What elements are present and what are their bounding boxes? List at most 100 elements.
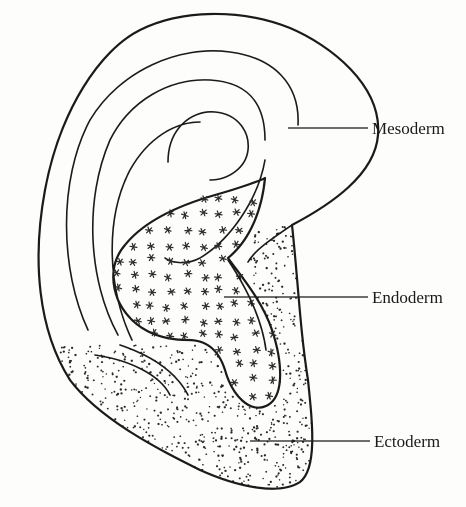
- ectoderm-label: Ectoderm: [374, 432, 440, 451]
- ectoderm-dot: [155, 400, 157, 402]
- ectoderm-dot: [211, 432, 213, 434]
- ectoderm-dot: [253, 430, 255, 432]
- ectoderm-dot: [213, 451, 215, 453]
- ectoderm-dot: [298, 361, 300, 363]
- ectoderm-dot: [264, 258, 266, 260]
- ectoderm-dot: [188, 421, 190, 423]
- endoderm-star: [231, 300, 238, 307]
- ectoderm-dot: [232, 396, 234, 398]
- endoderm-star: [146, 227, 153, 234]
- ectoderm-dot: [60, 351, 62, 353]
- ectoderm-dot: [298, 402, 300, 404]
- ectoderm-dot: [291, 250, 293, 252]
- ectoderm-dot: [273, 315, 275, 317]
- ectoderm-dot: [219, 475, 221, 477]
- ectoderm-dot: [211, 384, 212, 385]
- ectoderm-dot: [199, 361, 201, 363]
- ectoderm-dot: [210, 361, 212, 363]
- ectoderm-dot: [143, 429, 144, 430]
- ectoderm-dot: [280, 343, 282, 345]
- ectoderm-dot: [93, 379, 95, 381]
- ectoderm-dot: [89, 346, 91, 348]
- ectoderm-dot: [289, 372, 291, 374]
- ectoderm-dot: [220, 438, 222, 440]
- ectoderm-dot: [297, 370, 299, 372]
- ectoderm-dot: [104, 388, 105, 389]
- ectoderm-dot: [221, 427, 223, 429]
- ectoderm-dot: [172, 417, 174, 419]
- ectoderm-dot: [293, 319, 295, 321]
- ectoderm-dot: [289, 313, 291, 315]
- ectoderm-dot: [296, 391, 298, 393]
- ectoderm-dot: [303, 384, 305, 386]
- ectoderm-dot: [296, 454, 298, 456]
- ectoderm-dot: [120, 383, 122, 385]
- ectoderm-dot: [116, 376, 118, 378]
- ectoderm-dot: [274, 436, 276, 438]
- ectoderm-dot: [224, 470, 226, 472]
- ectoderm-dot: [74, 354, 76, 356]
- ectoderm-dot: [285, 235, 287, 237]
- ectoderm-dot: [111, 392, 113, 394]
- ectoderm-dot: [203, 436, 204, 437]
- ectoderm-dot: [266, 431, 268, 433]
- ectoderm-dot: [102, 376, 103, 377]
- endoderm-star: [231, 334, 238, 341]
- ectoderm-dot: [308, 428, 309, 429]
- ectoderm-dot: [277, 308, 279, 310]
- ectoderm-dot: [196, 386, 198, 388]
- ectoderm-dot: [302, 469, 304, 471]
- ectoderm-dot: [125, 389, 127, 391]
- ectoderm-dot: [297, 431, 299, 433]
- ectoderm-dot: [270, 313, 272, 315]
- ectoderm-dot: [204, 396, 205, 397]
- ectoderm-dot: [282, 446, 284, 448]
- endoderm-star: [215, 318, 222, 324]
- ectoderm-dot: [139, 426, 141, 428]
- ectoderm-dot: [171, 443, 173, 445]
- ectoderm-dot: [256, 425, 258, 427]
- ectoderm-dot: [255, 261, 257, 263]
- ectoderm-dot: [188, 454, 190, 456]
- ectoderm-dot: [297, 388, 298, 389]
- ectoderm-dot: [85, 367, 87, 369]
- ectoderm-dot: [221, 454, 223, 456]
- ectoderm-dot: [203, 440, 205, 442]
- ectoderm-dot: [120, 407, 122, 409]
- ectoderm-dot: [192, 358, 194, 360]
- endoderm-star: [199, 260, 206, 266]
- endoderm-star: [215, 331, 222, 338]
- ectoderm-dot: [113, 391, 115, 393]
- ectoderm-dot: [68, 374, 69, 375]
- ectoderm-dot: [187, 383, 189, 385]
- ectoderm-dot: [236, 439, 238, 441]
- ectoderm-dot: [126, 409, 127, 410]
- ectoderm-dot: [286, 449, 288, 451]
- ectoderm-dot: [122, 353, 124, 355]
- ectoderm-dot: [198, 439, 200, 441]
- ectoderm-dot: [282, 226, 284, 228]
- ectoderm-dot: [243, 447, 245, 449]
- ectoderm-dot: [164, 382, 166, 384]
- ectoderm-dot: [224, 406, 226, 408]
- ectoderm-dot: [185, 451, 187, 453]
- ectoderm-dot: [135, 371, 137, 373]
- ectoderm-dot: [255, 273, 256, 274]
- ectoderm-dot: [287, 365, 289, 367]
- ectoderm-dot: [283, 326, 285, 328]
- ectoderm-dot: [185, 376, 187, 378]
- ectoderm-dot: [102, 402, 104, 404]
- ectoderm-dot: [268, 282, 270, 284]
- ectoderm-dot: [270, 427, 272, 429]
- ectoderm-dot: [282, 240, 284, 242]
- ectoderm-dot: [164, 394, 166, 396]
- endoderm-star: [200, 209, 207, 216]
- ectoderm-dot: [207, 420, 209, 422]
- ectoderm-dot: [148, 363, 150, 365]
- endoderm-star: [215, 211, 222, 218]
- ectoderm-dot: [256, 452, 258, 454]
- ectoderm-dot: [205, 453, 207, 455]
- endoderm-star: [233, 349, 240, 356]
- endoderm-star: [202, 303, 209, 310]
- ectoderm-dot: [83, 365, 85, 367]
